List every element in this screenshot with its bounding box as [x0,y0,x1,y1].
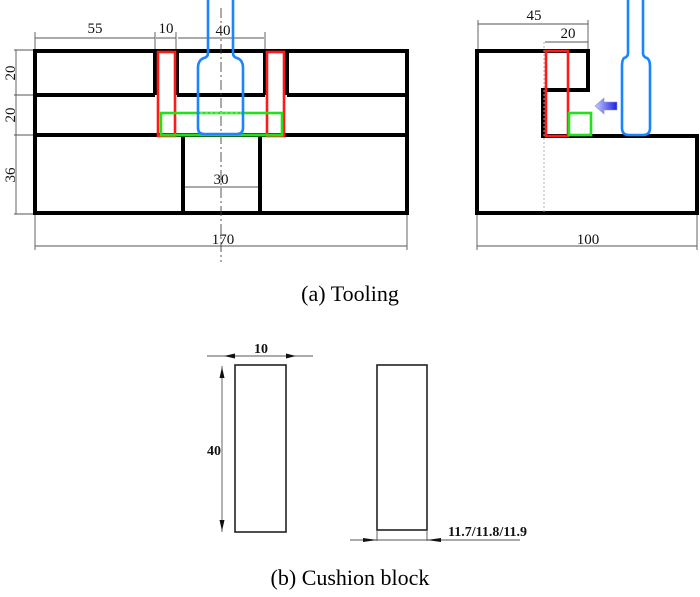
side-cushion-block [544,49,570,138]
probe [196,0,245,136]
side-probe [620,0,652,137]
dim-side-pillar: 20 [545,26,588,43]
dim-label-20: 20 [561,26,576,42]
dim-label-row1: 20 [3,66,19,81]
dim-arrow-down-icon [219,520,225,531]
cushion-block-compressed-outline [376,364,428,531]
side-tooling-structure [475,49,699,215]
dim-label-55: 55 [88,21,103,37]
dim-label-block-width: 10 [254,342,268,357]
caption-a: (a) Tooling [301,281,399,306]
cushion-block-compressed: 11.7/11.8/11.9 [350,364,527,542]
dim-label-100: 100 [577,232,600,248]
side-specimen [567,111,593,137]
dim-arrow-up-icon [219,367,225,378]
dim-probe-gap: 40 [178,23,266,50]
dim-top-left: 55 [34,21,156,50]
side-view: 45 20 100 [475,0,699,250]
cushion-block-original: 10 40 [207,342,313,533]
caption-b: (b) Cushion block [271,565,430,590]
dim-label-40: 40 [216,23,231,39]
dim-left-rows: 20 20 36 [3,49,35,215]
dim-label-compressed-width: 11.7/11.8/11.9 [448,525,527,540]
specimen [159,111,284,137]
dim-label-10: 10 [159,21,174,37]
dim-pillar: 10 [156,21,177,50]
dim-arrow-right-icon [286,353,296,359]
dim-lower-slot: 30 [185,172,258,188]
dim-label-row3: 36 [3,167,19,183]
load-direction-arrow-icon [594,97,618,115]
front-view: 55 10 40 20 20 36 [3,0,409,262]
dim-side-top: 45 [477,8,589,50]
cushion-block-original-outline [234,364,287,533]
dim-side-total: 100 [476,215,698,250]
dim-label-row2: 20 [3,108,19,123]
dim-arrow-left-icon [363,538,377,542]
dim-label-170: 170 [212,232,235,248]
dim-label-block-height: 40 [207,444,221,459]
dim-arrow-left-icon [224,353,235,359]
dim-label-45: 45 [527,8,542,24]
dim-arrow-right-icon [427,538,441,542]
